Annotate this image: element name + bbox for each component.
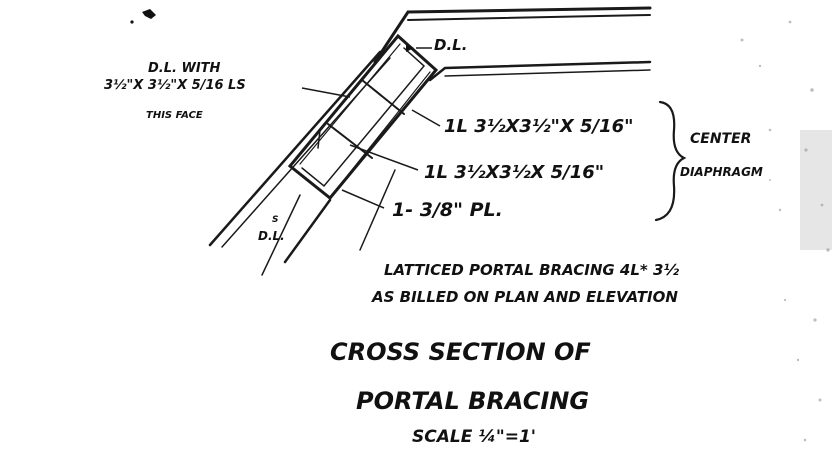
dl-bottom-sup: S — [272, 215, 278, 225]
ink-blot — [142, 9, 156, 19]
latticed-note-line2: AS BILLED ON PLAN AND ELEVATION — [371, 288, 678, 306]
arrowhead — [406, 44, 414, 52]
built-up-section — [287, 33, 439, 201]
leader-lines — [301, 47, 441, 209]
top-chord — [373, 6, 652, 82]
diaphragm-label: DIAPHRAGM — [680, 165, 763, 179]
drawing-title-line1: CROSS SECTION OF — [330, 338, 591, 366]
angle-2-label: 1L 3½X3½X 5/16" — [424, 162, 604, 183]
dl-bottom-label: D.L. — [258, 229, 285, 243]
this-face-label: THIS FACE — [146, 110, 203, 121]
smudge — [800, 130, 832, 250]
paper-noise — [740, 20, 830, 442]
center-diaphragm-brace — [654, 100, 687, 222]
angle-1-label: 1L 3½X3½"X 5/16" — [444, 116, 634, 137]
latticed-note-line1: LATTICED PORTAL BRACING 4L* 3½ — [384, 261, 679, 279]
dl-with-angle-size: 3½"X 3½"X 5/16 LS — [104, 78, 246, 93]
ink-dot — [130, 20, 134, 24]
plate-label: 1- 3/8" PL. — [392, 199, 503, 221]
drawing-title-line2: PORTAL BRACING — [356, 387, 589, 415]
dl-top-label: D.L. — [434, 36, 467, 54]
center-label: CENTER — [690, 131, 751, 147]
dl-with-label: D.L. WITH — [148, 61, 221, 76]
drawing-scale: SCALE ¼"=1' — [412, 427, 536, 447]
